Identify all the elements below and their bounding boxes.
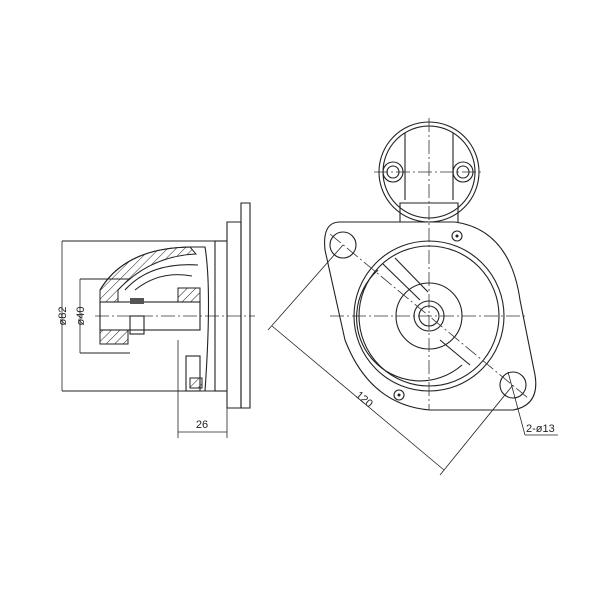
dim-outer-diameter-label: ø82 — [57, 307, 69, 326]
front-view: 120 2-ø13 — [267, 118, 558, 476]
dim-pilot-diameter-label: ø40 — [75, 307, 87, 326]
dim-flange-offset-label: 26 — [196, 419, 208, 431]
mounting-hole — [499, 371, 527, 399]
hub-circle — [395, 282, 463, 350]
dim-line-hole-spacing — [271, 325, 445, 471]
terminal-hole — [382, 161, 404, 183]
flange-plate — [240, 202, 251, 409]
side-view: ø82 ø40 26 — [57, 202, 255, 438]
terminal-hole — [452, 161, 474, 183]
flange-body — [226, 221, 242, 409]
mounting-hole — [329, 231, 357, 259]
mounting-flange — [324, 221, 537, 411]
dim-hole-spacing-label: 120 — [353, 389, 375, 410]
dim-mounting-holes-label: 2-ø13 — [526, 423, 555, 435]
housing-outline — [99, 246, 210, 392]
housing-circle — [353, 240, 505, 392]
